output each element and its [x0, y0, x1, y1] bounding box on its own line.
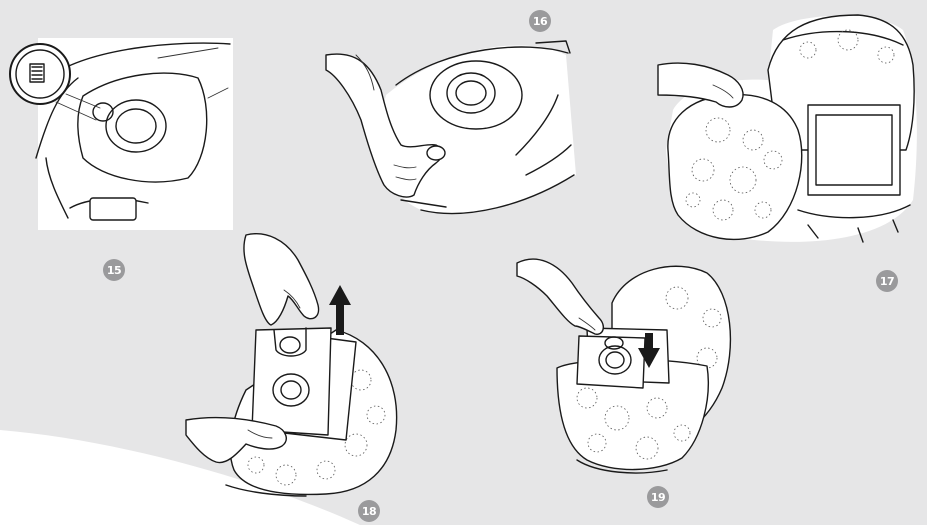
- step-16-illustration: [326, 35, 576, 235]
- step-badge: 16: [529, 10, 551, 32]
- step-badge: 15: [103, 259, 125, 281]
- step-badge: 19: [647, 486, 669, 508]
- step-15-illustration: [8, 38, 233, 230]
- step-badge: 17: [876, 270, 898, 292]
- step-19-illustration: [517, 248, 742, 478]
- step-18-illustration: [186, 230, 411, 500]
- step-17-illustration: [658, 10, 920, 248]
- step-badge: 18: [358, 500, 380, 522]
